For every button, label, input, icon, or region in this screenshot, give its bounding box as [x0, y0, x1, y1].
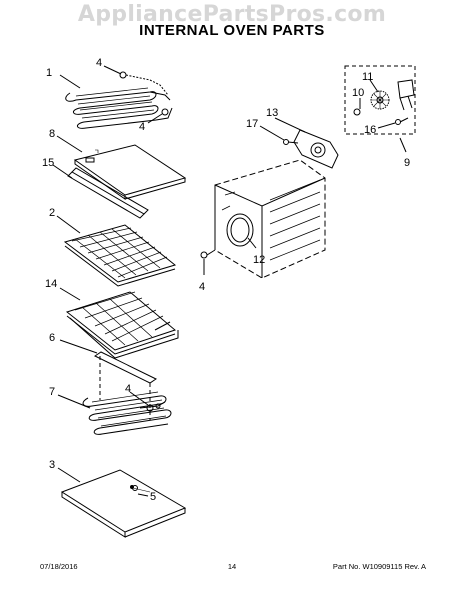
callout-8: 8 [49, 128, 55, 140]
callout-16: 16 [364, 124, 376, 136]
bottom-cover-panel [60, 469, 187, 538]
fan-motor-assembly [344, 65, 416, 135]
callout-11: 11 [362, 71, 373, 83]
callout-14: 14 [45, 278, 57, 290]
callout-4: 4 [125, 383, 131, 395]
callout-4: 4 [139, 121, 145, 133]
callout-13: 13 [266, 107, 278, 119]
broil-element [65, 71, 173, 129]
watermark: AppliancePartsPros.com [77, 2, 387, 27]
footer-part-number: Part No. W10909115 Rev. A [332, 562, 426, 571]
callout-17: 17 [246, 118, 258, 130]
rack-guide-rail [67, 167, 149, 219]
callout-15: 15 [42, 157, 54, 169]
callout-2: 2 [49, 207, 55, 219]
flat-oven-rack [63, 224, 177, 287]
callout-1: 1 [46, 67, 52, 79]
callout-7: 7 [49, 386, 55, 398]
screw [130, 485, 134, 489]
convection-fan-cover [283, 129, 339, 169]
screw [200, 249, 216, 259]
roller-rack [65, 291, 179, 359]
page-title: INTERNAL OVEN PARTS [139, 22, 325, 39]
footer-date: 07/18/2016 [40, 562, 78, 571]
callout-labels: 1 4 4 8 15 2 14 6 7 4 3 5 13 17 4 12 11 … [42, 57, 410, 503]
callout-9: 9 [404, 157, 410, 169]
callout-4: 4 [199, 281, 205, 293]
heat-shield-plate [73, 144, 187, 200]
callout-5: 5 [150, 491, 156, 503]
callout-12: 12 [253, 254, 265, 266]
callout-4: 4 [96, 57, 102, 69]
callout-10: 10 [352, 87, 364, 99]
callout-3: 3 [49, 459, 55, 471]
footer-page-number: 14 [227, 562, 237, 571]
callout-6: 6 [49, 332, 55, 344]
rear-trim-strip [93, 351, 158, 420]
bake-element [82, 391, 172, 435]
oven-cavity [214, 159, 326, 279]
